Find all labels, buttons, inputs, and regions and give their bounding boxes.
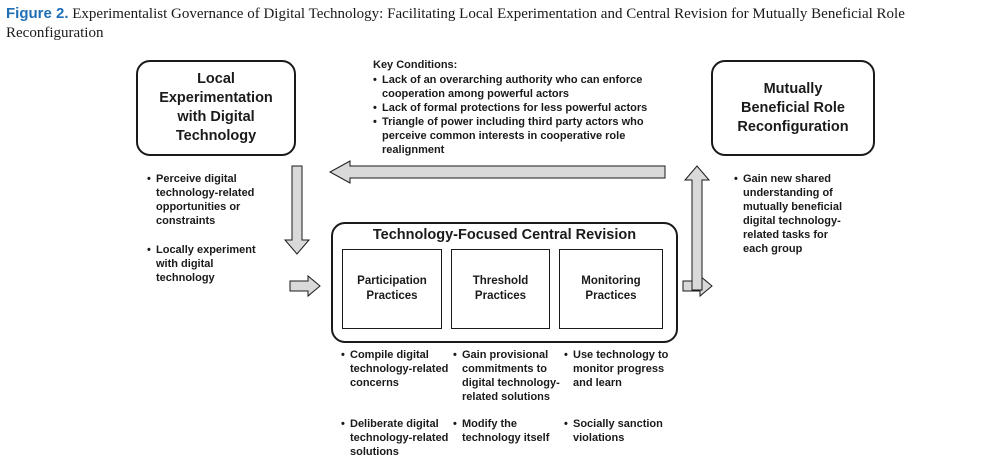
central-revision-title: Technology-Focused Central Revision <box>372 227 637 243</box>
local-experimentation-title: Local Experimentation with Digital Techn… <box>159 71 273 144</box>
up-arrow <box>683 165 711 291</box>
role-bullet-item: •Gain new shared understanding of mutual… <box>734 173 843 255</box>
feedback-arrow-left <box>328 160 666 184</box>
local-bullet-item: •Locally experiment with digital technol… <box>147 244 256 284</box>
key-condition-item: •Triangle of power including third party… <box>373 116 644 156</box>
monitoring-bullets: •Use technology to monitor progress and … <box>564 348 672 445</box>
threshold-bullets: •Gain provisional commitments to digital… <box>453 348 569 445</box>
participation-bullets: •Compile digital technology-related conc… <box>341 348 453 459</box>
threshold-bullet-item: •Gain provisional commitments to digital… <box>453 349 560 403</box>
key-conditions-title: Key Conditions: <box>373 59 458 71</box>
role-reconfiguration-box: Mutually Beneficial Role Reconfiguration <box>711 60 875 156</box>
role-reconfiguration-title: Mutually Beneficial Role Reconfiguration <box>737 80 849 135</box>
local-bullets: •Perceive digital technology-related opp… <box>147 172 265 285</box>
monitoring-bullet-item: •Socially sanction violations <box>564 418 663 444</box>
local-bullet-item: •Perceive digital technology-related opp… <box>147 173 255 227</box>
participation-practices-label: Participation Practices <box>357 275 427 302</box>
key-condition-item: •Lack of formal protections for less pow… <box>373 102 648 114</box>
monitoring-practices-label: Monitoring Practices <box>581 275 641 302</box>
down-arrow <box>283 165 311 255</box>
participation-practices-box: Participation Practices <box>342 249 442 329</box>
monitoring-practices-box: Monitoring Practices <box>559 249 663 329</box>
key-condition-item: •Lack of an overarching authority who ca… <box>373 74 643 100</box>
threshold-practices-box: Threshold Practices <box>451 249 550 329</box>
threshold-bullet-item: •Modify the technology itself <box>453 418 550 444</box>
figure-label: Figure 2. <box>6 5 69 22</box>
figure-caption: Figure 2. Experimentalist Governance of … <box>6 4 994 43</box>
threshold-practices-label: Threshold Practices <box>472 275 529 302</box>
participation-bullet-item: •Deliberate digital technology-related s… <box>341 418 449 458</box>
right-arrow-into-central <box>289 274 321 298</box>
key-conditions: Key Conditions: •Lack of an overarching … <box>373 58 663 157</box>
monitoring-bullet-item: •Use technology to monitor progress and … <box>564 349 669 389</box>
figure-caption-text: Experimentalist Governance of Digital Te… <box>6 6 905 41</box>
local-experimentation-box: Local Experimentation with Digital Techn… <box>136 60 296 156</box>
role-bullets: •Gain new shared understanding of mutual… <box>734 172 852 256</box>
participation-bullet-item: •Compile digital technology-related conc… <box>341 349 449 389</box>
